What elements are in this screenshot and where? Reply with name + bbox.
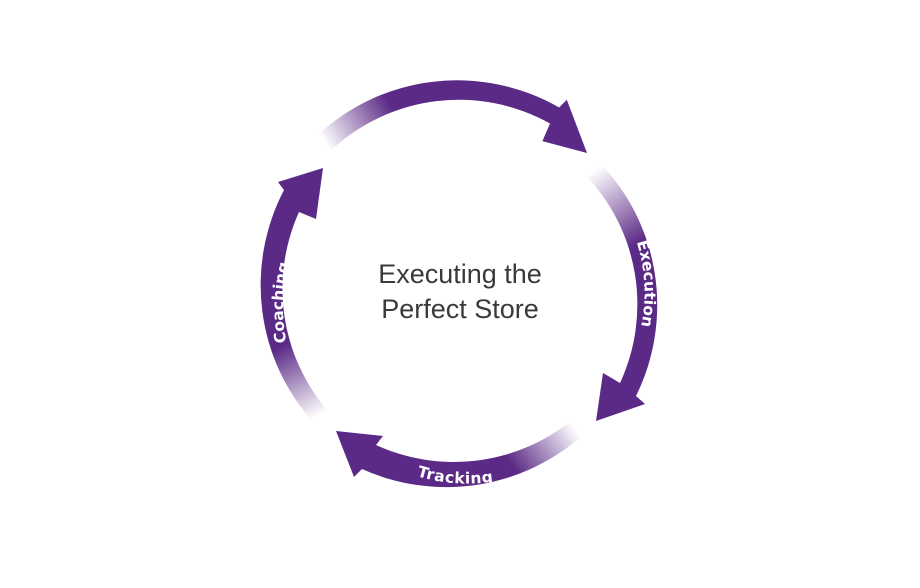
arrow-execution: Execution xyxy=(584,160,658,421)
arrow-picture-of-success: Picture of Success xyxy=(316,80,587,153)
arrow-body-right xyxy=(584,160,658,421)
arrow-coaching: Coaching xyxy=(260,168,327,423)
arrow-body-top xyxy=(316,80,587,153)
center-title: Executing the Perfect Store xyxy=(378,259,542,324)
arrow-tracking: Tracking xyxy=(336,420,584,488)
arrow-body-left xyxy=(260,168,327,423)
stage-label-coaching: Coaching xyxy=(269,260,293,345)
arrow-body-bottom xyxy=(336,420,584,488)
center-title-line-1: Executing the xyxy=(378,259,542,289)
center-title-line-2: Perfect Store xyxy=(381,294,539,324)
